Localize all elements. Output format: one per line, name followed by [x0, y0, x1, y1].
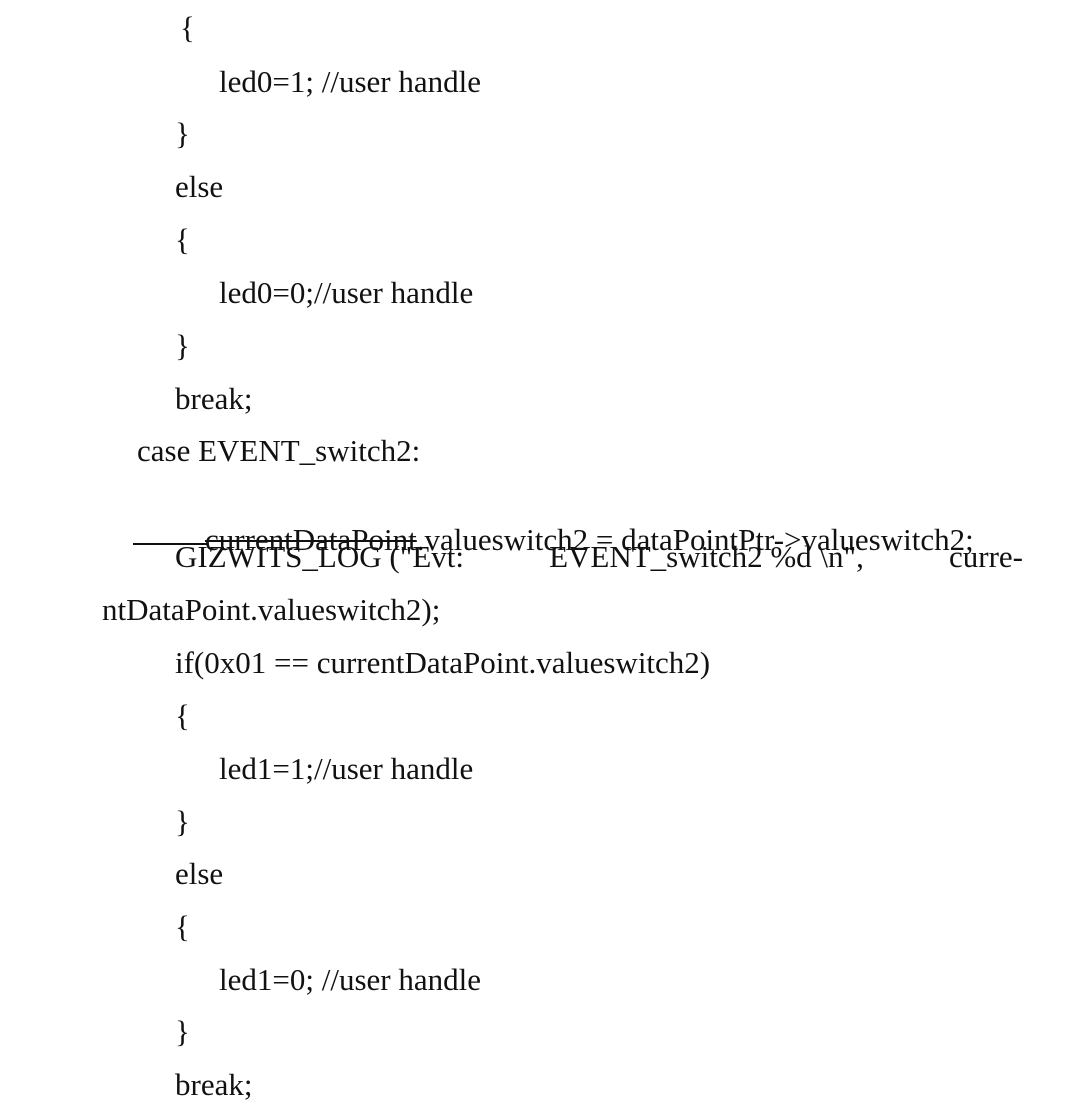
- code-line-16: }: [175, 804, 190, 839]
- code-line-3: }: [175, 116, 190, 151]
- code-line-1: {: [180, 10, 195, 45]
- code-line-5: {: [175, 222, 190, 257]
- code-line-8: break;: [175, 381, 253, 416]
- code-line-15: led1=1;//user handle: [219, 751, 474, 786]
- code-line-13: if(0x01 == currentDataPoint.valueswitch2…: [175, 645, 711, 680]
- code-line-10: currentDataPoint.valueswitch2 = dataPoin…: [102, 486, 974, 557]
- code-line-11-part-b: EVENT_switch2 %d \n",: [549, 539, 864, 574]
- code-line-4: else: [175, 169, 224, 204]
- code-line-11-part-a: GIZWITS_LOG ("Evt:: [175, 539, 465, 574]
- code-line-19: led1=0; //user handle: [219, 962, 481, 997]
- code-line-7: }: [175, 328, 190, 363]
- code-line-17: else: [175, 856, 224, 891]
- code-line-12: ntDataPoint.valueswitch2);: [102, 592, 441, 627]
- code-line-2: led0=1; //user handle: [219, 64, 481, 99]
- code-line-11: GIZWITS_LOG ("Evt: EVENT_switch2 %d \n",…: [175, 539, 1023, 575]
- code-line-6: led0=0;//user handle: [219, 275, 474, 310]
- struck-text: currentDataPoint: [205, 522, 417, 557]
- code-line-21: break;: [175, 1067, 253, 1102]
- code-line-20: }: [175, 1014, 190, 1049]
- code-line-18: {: [175, 909, 190, 944]
- code-line-14: {: [175, 698, 190, 733]
- strikethrough-indent: [133, 522, 207, 558]
- code-line-9: case EVENT_switch2:: [137, 433, 421, 468]
- code-line-10-rest: .valueswitch2 = dataPointPtr->valueswitc…: [416, 522, 974, 557]
- code-line-11-part-c: curre-: [949, 539, 1023, 574]
